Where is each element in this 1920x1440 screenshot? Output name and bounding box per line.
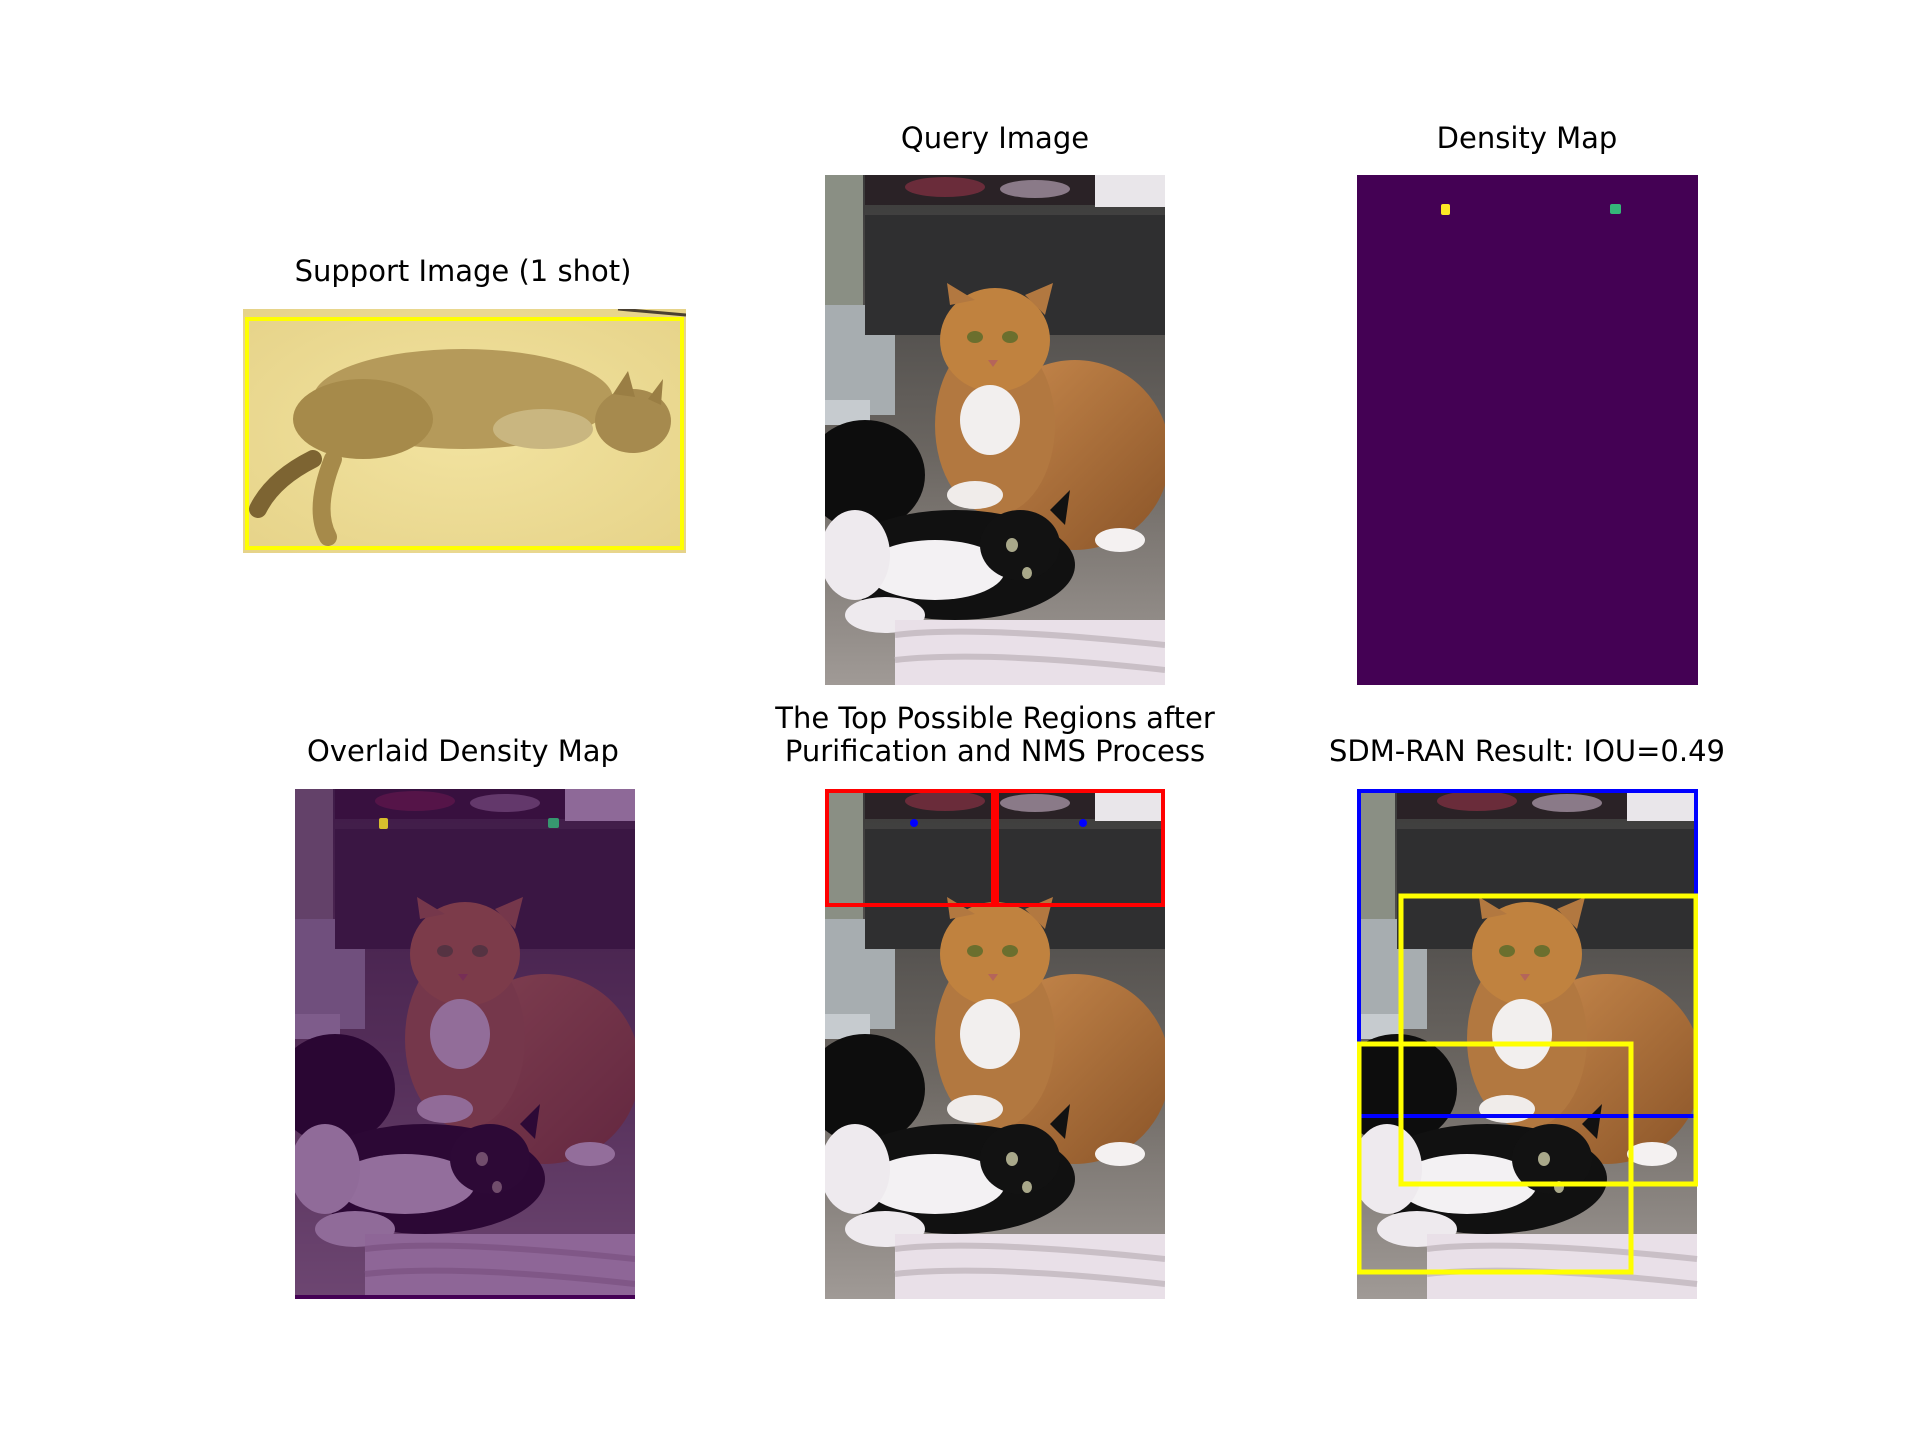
predicted-box bbox=[1357, 1041, 1634, 1275]
regions-title-line2: Purification and NMS Process bbox=[784, 734, 1206, 768]
density-map bbox=[1357, 175, 1698, 685]
query-image-title: Query Image bbox=[900, 121, 1090, 155]
predicted-box bbox=[1398, 893, 1698, 1187]
result-title: SDM-RAN Result: IOU=0.49 bbox=[1328, 734, 1726, 768]
regions-title-line1: The Top Possible Regions after bbox=[775, 701, 1215, 735]
density-peak bbox=[1610, 204, 1621, 214]
overlaid-density-map bbox=[295, 789, 635, 1299]
support-image bbox=[243, 309, 686, 553]
region-point bbox=[1079, 819, 1087, 827]
density-background bbox=[1357, 175, 1698, 685]
support-image-title: Support Image (1 shot) bbox=[294, 254, 632, 288]
density-peak bbox=[1441, 204, 1450, 215]
query-image bbox=[825, 175, 1165, 685]
region-point bbox=[910, 819, 918, 827]
region-box bbox=[995, 789, 1165, 907]
region-box bbox=[825, 789, 995, 907]
support-box bbox=[245, 317, 684, 550]
result-image bbox=[1357, 789, 1698, 1299]
density-map-title: Density Map bbox=[1436, 121, 1618, 155]
overlaid-density-title: Overlaid Density Map bbox=[307, 734, 619, 768]
top-regions-image bbox=[825, 789, 1165, 1299]
